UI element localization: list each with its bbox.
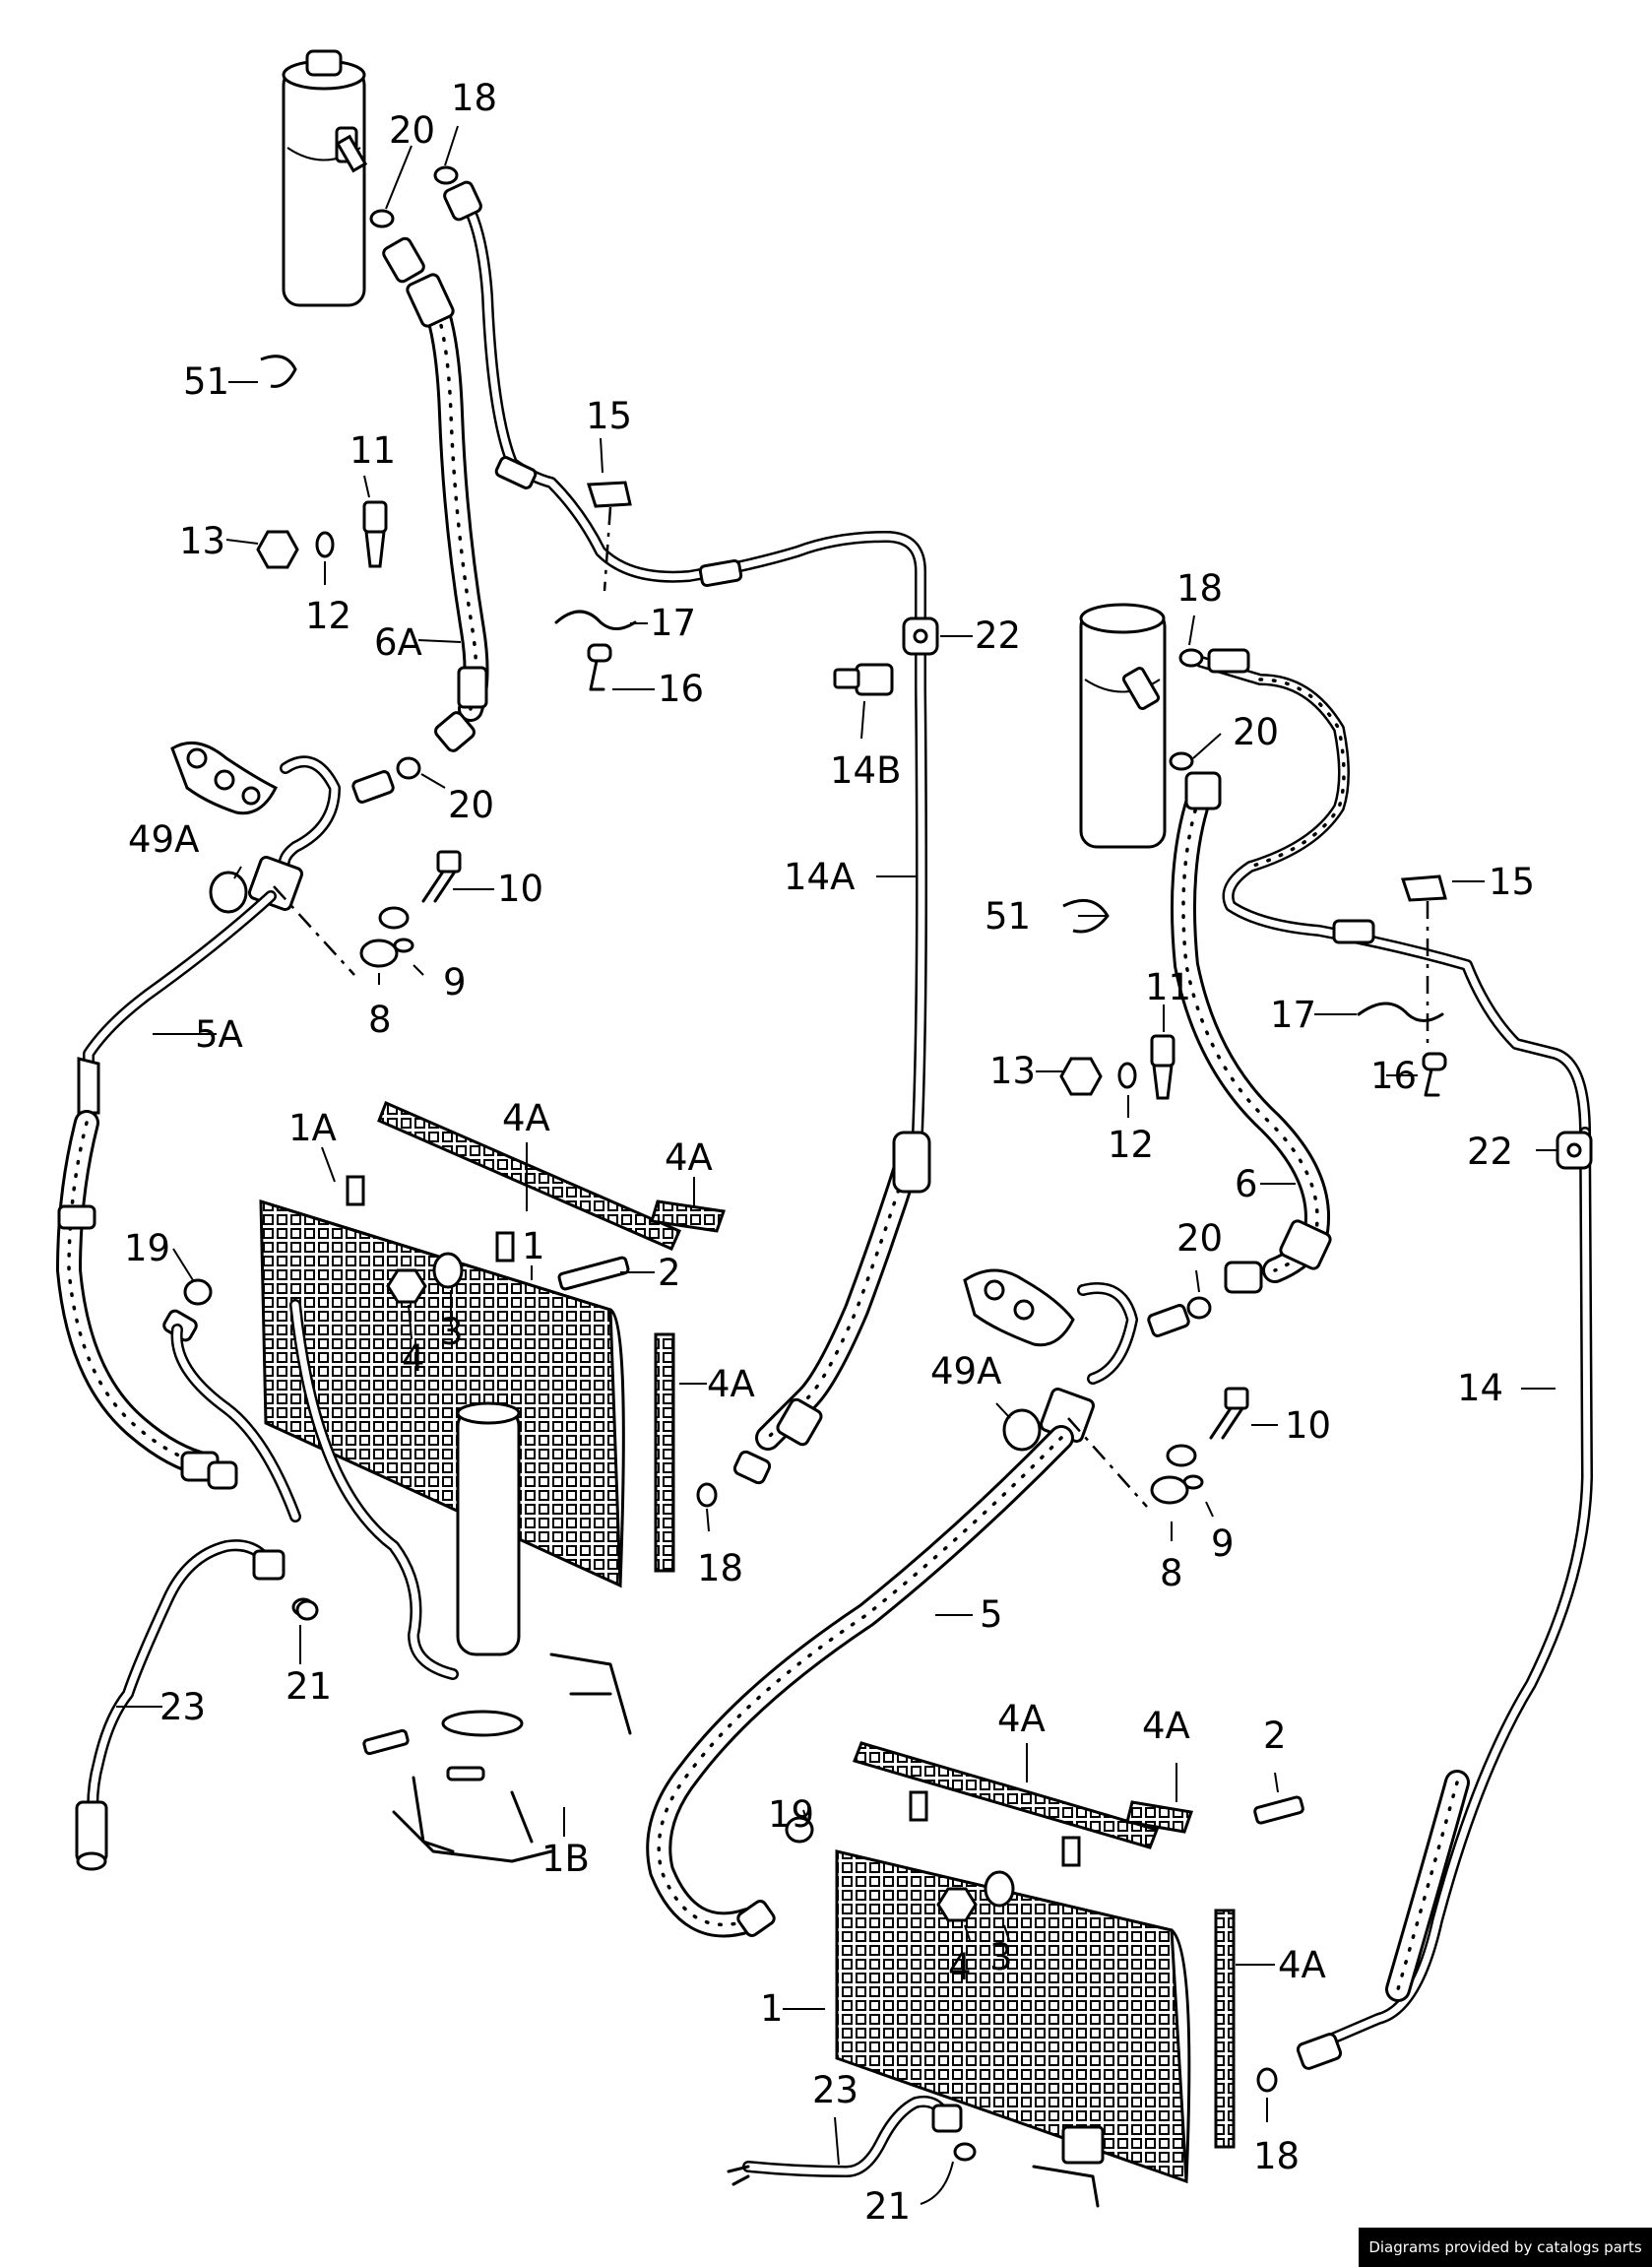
condenser-1	[835, 1790, 1304, 2208]
pipe-right-top	[1195, 648, 1591, 1138]
expansion-valve-left	[170, 741, 395, 914]
callout-4: 4	[948, 1946, 972, 1988]
callout-10: 10	[497, 868, 543, 910]
callout-11: 11	[349, 429, 396, 472]
callout-8: 8	[368, 999, 392, 1041]
pipe-14	[1296, 1127, 1593, 2070]
seal-strips-left	[377, 1101, 727, 1573]
callout-9: 9	[1211, 1522, 1235, 1565]
callout-51: 51	[985, 895, 1031, 938]
receiver-drier-top-left	[282, 49, 368, 307]
callout-17: 17	[1270, 994, 1316, 1036]
callout-15: 15	[1489, 861, 1535, 903]
small-parts-left	[256, 355, 388, 569]
callout-5A: 5A	[195, 1013, 243, 1056]
clip-22-right	[1556, 1131, 1593, 1170]
sensor-23-left	[75, 1539, 315, 1871]
callout-12: 12	[1108, 1124, 1154, 1166]
pipe-top-left	[443, 180, 926, 656]
condenser-1A	[259, 1175, 630, 1588]
callout-51: 51	[183, 360, 229, 403]
callout-5: 5	[980, 1593, 1003, 1636]
callout-22: 22	[1467, 1131, 1513, 1173]
callout-18: 18	[1253, 2135, 1300, 2177]
callout-14: 14	[1457, 1367, 1503, 1409]
pipe-14A	[732, 644, 931, 1485]
callout-49A: 49A	[930, 1350, 1001, 1393]
clip-22-left	[902, 616, 939, 656]
callout-16: 16	[1370, 1055, 1417, 1097]
callout-18: 18	[451, 77, 497, 119]
hose-6A	[382, 236, 489, 752]
receiver-drier-right	[1079, 603, 1167, 849]
callout-16: 16	[658, 668, 704, 710]
callout-20: 20	[1176, 1217, 1223, 1260]
callout-20: 20	[1233, 711, 1279, 753]
clips-right	[1357, 874, 1447, 1097]
callout-4A: 4A	[707, 1363, 755, 1405]
callout-20: 20	[448, 784, 494, 826]
seal-strips-right	[853, 1741, 1236, 2149]
callout-22: 22	[975, 615, 1021, 657]
callout-1: 1	[760, 1987, 784, 2030]
switch-14B	[833, 663, 894, 696]
callout-21: 21	[286, 1665, 332, 1708]
callout-1B: 1B	[541, 1838, 590, 1880]
callout-49A: 49A	[128, 818, 199, 861]
callout-12: 12	[305, 595, 351, 637]
sensor-23-right	[727, 2095, 977, 2186]
callout-8: 8	[1160, 1552, 1183, 1594]
callout-18: 18	[1176, 567, 1223, 610]
callout-2: 2	[658, 1252, 681, 1294]
callout-6: 6	[1235, 1163, 1258, 1205]
callout-14B: 14B	[830, 749, 901, 792]
bolt-10-right	[1150, 1387, 1249, 1505]
callout-10: 10	[1285, 1404, 1331, 1447]
callout-1: 1	[522, 1225, 545, 1267]
callout-23: 23	[812, 2069, 858, 2111]
callout-2: 2	[1263, 1715, 1287, 1757]
callout-15: 15	[586, 395, 632, 437]
clips-left	[554, 481, 637, 691]
pipe-5A	[56, 890, 277, 1490]
callout-23: 23	[159, 1686, 206, 1728]
callout-13: 13	[989, 1050, 1036, 1092]
callout-4A: 4A	[1142, 1705, 1190, 1747]
drier-1B-left	[162, 1299, 632, 1863]
callout-9: 9	[443, 961, 467, 1004]
callout-4A: 4A	[502, 1097, 550, 1139]
o-rings-right	[785, 648, 1278, 2093]
callout-4A: 4A	[997, 1698, 1046, 1740]
callout-1A: 1A	[288, 1107, 337, 1149]
callout-4A: 4A	[665, 1136, 713, 1179]
callout-19: 19	[124, 1227, 170, 1269]
callout-4A: 4A	[1278, 1944, 1326, 1986]
callout-20: 20	[389, 109, 435, 152]
leader-lines	[116, 125, 1557, 2205]
callout-3: 3	[989, 1936, 1013, 1978]
hose-5	[646, 1425, 1074, 1938]
callout-3: 3	[440, 1311, 464, 1353]
callout-17: 17	[650, 602, 696, 644]
callout-13: 13	[179, 520, 225, 562]
callout-labels: 18 20 51 15 11 13 12 6A 17 16 22 14B 20 …	[124, 77, 1535, 2228]
callout-4: 4	[402, 1337, 425, 1380]
callout-11: 11	[1145, 966, 1191, 1008]
hose-6	[1170, 771, 1332, 1294]
o-rings-left	[183, 165, 718, 1621]
attribution-footer: Diagrams provided by catalogs parts	[1359, 2228, 1652, 2267]
callout-14A: 14A	[784, 856, 855, 898]
callout-6A: 6A	[374, 621, 422, 664]
callout-21: 21	[864, 2185, 911, 2228]
bolt-10-left	[359, 850, 462, 968]
callout-19: 19	[768, 1793, 814, 1836]
callout-18: 18	[697, 1547, 743, 1589]
